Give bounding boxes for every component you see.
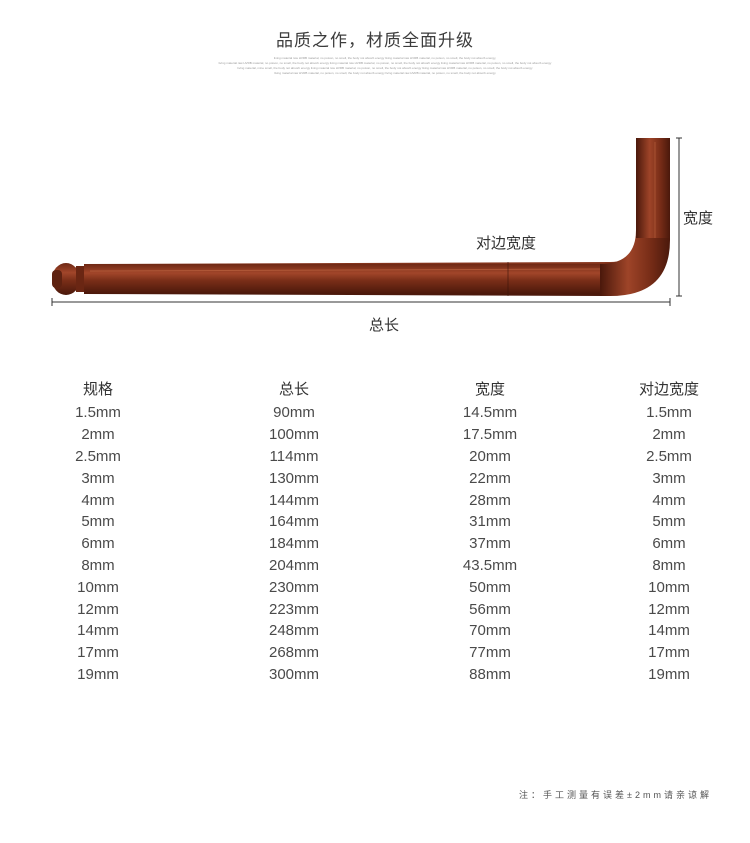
cell-width: 14.5mm [462,404,518,422]
cell-across-flats: 1.5mm [646,404,692,422]
cell-width: 20mm [469,447,511,465]
cell-across-flats: 3mm [652,469,686,487]
cell-across-flats: 4mm [652,491,686,509]
cell-size: 2mm [81,426,115,444]
cell-size: 14mm [77,622,119,640]
cell-size: 8mm [81,556,115,574]
cell-size: 3mm [81,469,115,487]
cell-width: 31mm [469,513,511,531]
fine-print-line: living material raw HVRB material, no po… [273,56,497,60]
cell-across-flats: 14mm [648,622,690,640]
cell-total-length: 130mm [268,469,320,487]
table-row: 1.5mm 90mm 14.5mm 1.5mm [0,402,750,424]
width-dimension [676,137,682,297]
cell-across-flats: 2mm [652,426,686,444]
wrench-arm [636,138,670,238]
cell-across-flats: 17mm [648,644,690,662]
table-header-row: 规格 总长 宽度 对边宽度 [0,374,750,402]
cell-total-length: 223mm [268,600,320,618]
hex-key-diagram [51,137,682,306]
fine-print-line: living material, mine smell, the body no… [237,66,533,70]
spec-table: 规格 总长 宽度 对边宽度 1.5mm 90mm 14.5mm 1.5mm 2mm 10… [0,374,750,685]
cell-across-flats: 19mm [648,665,690,683]
cell-across-flats: 8mm [652,556,686,574]
table-row: 2.5mm 114mm 20mm 2.5mm [0,446,750,468]
cell-total-length: 300mm [268,665,320,683]
label-width: 宽度 [683,210,714,227]
cell-width: 17.5mm [462,426,518,444]
cell-total-length: 164mm [268,513,320,531]
cell-width: 50mm [469,578,511,596]
fine-print: living material raw HVRB material, no po… [175,56,595,76]
table-row: 12mm 223mm 56mm 12mm [0,598,750,620]
header-across-flats: 对边宽度 [638,380,699,398]
cell-total-length: 248mm [268,622,320,640]
cell-size: 12mm [77,600,119,618]
cell-total-length: 144mm [268,491,320,509]
fine-print-line: living material raw HVRB material, no po… [274,71,496,75]
table-row: 3mm 130mm 22mm 3mm [0,467,750,489]
cell-across-flats: 10mm [648,578,690,596]
cell-size: 10mm [77,578,119,596]
table-row: 14mm 248mm 70mm 14mm [0,620,750,642]
cell-size: 6mm [81,535,115,553]
cell-total-length: 100mm [268,426,320,444]
cell-total-length: 204mm [268,556,320,574]
cell-width: 88mm [469,665,511,683]
cell-across-flats: 5mm [652,513,686,531]
cell-width: 43.5mm [462,556,518,574]
cell-across-flats: 2.5mm [646,447,692,465]
label-across-flats: 对边宽度 [476,235,537,252]
table-row: 5mm 164mm 31mm 5mm [0,511,750,533]
cell-total-length: 184mm [268,535,320,553]
header-width: 宽度 [474,380,505,398]
cell-across-flats: 6mm [652,535,686,553]
cell-width: 77mm [469,644,511,662]
label-total-length: 总长 [369,317,400,334]
table-row: 6mm 184mm 37mm 6mm [0,533,750,555]
cell-size: 2.5mm [75,447,121,465]
table-row: 8mm 204mm 43.5mm 8mm [0,555,750,577]
cell-size: 5mm [81,513,115,531]
table-row: 4mm 144mm 28mm 4mm [0,489,750,511]
cell-width: 56mm [469,600,511,618]
cell-size: 17mm [77,644,119,662]
header-size: 规格 [82,380,113,398]
table-row: 2mm 100mm 17.5mm 2mm [0,424,750,446]
cell-width: 22mm [469,469,511,487]
cell-width: 70mm [469,622,511,640]
cell-total-length: 268mm [268,644,320,662]
fine-print-line: living material raw HVRB material, no po… [218,61,552,65]
cell-total-length: 230mm [268,578,320,596]
header-total-length: 总长 [278,380,309,398]
cell-size: 19mm [77,665,119,683]
cell-width: 28mm [469,491,511,509]
table-row: 10mm 230mm 50mm 10mm [0,576,750,598]
ball-end [52,263,86,295]
cell-total-length: 114mm [269,447,319,465]
table-row: 17mm 268mm 77mm 17mm [0,642,750,664]
table-row: 19mm 300mm 88mm 19mm [0,664,750,686]
measurement-note: 注：手工测量有误差±2mm请亲谅解 [519,790,712,800]
cell-across-flats: 12mm [648,600,690,618]
page-title: 品质之作，材质全面升级 [276,31,474,50]
cell-total-length: 90mm [273,404,315,422]
total-length-dimension [51,298,671,306]
cell-size: 4mm [81,491,115,509]
cell-width: 37mm [469,535,511,553]
cell-size: 1.5mm [75,404,121,422]
